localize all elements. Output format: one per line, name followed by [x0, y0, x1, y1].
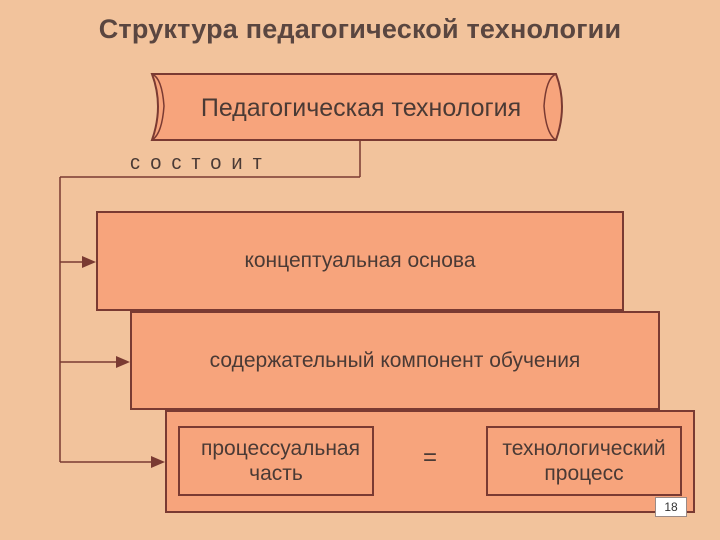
component-box-2: содержательный компонент обучения [130, 311, 660, 410]
page-number: 18 [655, 497, 687, 517]
component-box-1: концептуальная основа [96, 211, 624, 311]
slide-title: Структура педагогической технологии [98, 14, 622, 44]
technological-process-box: технологический процесс [486, 426, 682, 496]
component-label-1: концептуальная основа [244, 249, 476, 272]
procedural-part-box: процессуальная часть [178, 426, 374, 496]
technological-process-label: технологический процесс [502, 437, 666, 485]
scroll-curl-right [543, 73, 557, 141]
arrow-head-3 [151, 456, 165, 468]
procedural-part-label: процессуальная часть [201, 437, 360, 485]
arrow-head-2 [116, 356, 130, 368]
scroll-curl-left [151, 73, 165, 141]
component-label-2: содержательный компонент обучения [209, 348, 581, 372]
equals-sign: = [422, 444, 437, 471]
arrow-head-1 [82, 256, 96, 268]
relation-label: состоит [130, 152, 272, 174]
top-node-label: Педагогическая технология [200, 93, 522, 122]
